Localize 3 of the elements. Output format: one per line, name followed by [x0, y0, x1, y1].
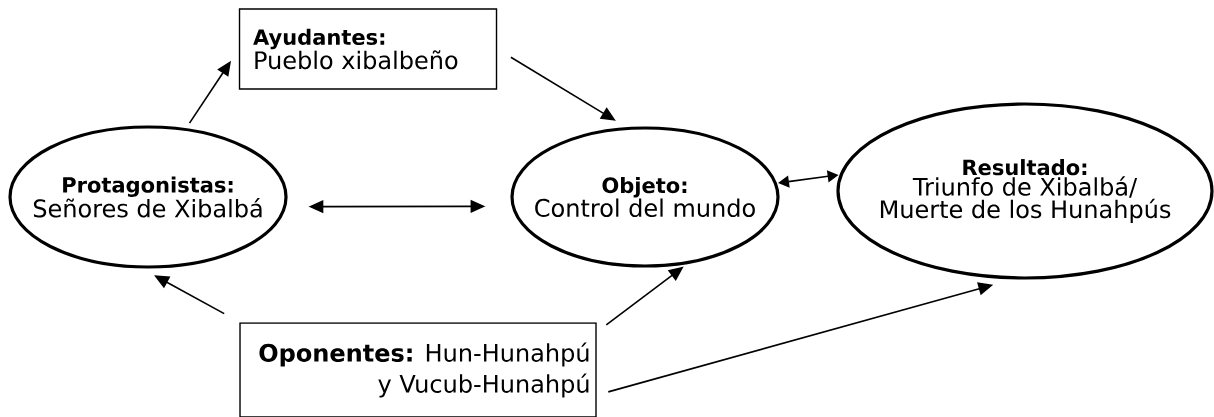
text-box: Oponentes: Hun-Hunahpú y Vucub-Hunahpú	[239, 322, 597, 417]
arrow	[510, 56, 616, 121]
text-box: Ayudantes: Pueblo xibalbeño	[238, 8, 498, 90]
